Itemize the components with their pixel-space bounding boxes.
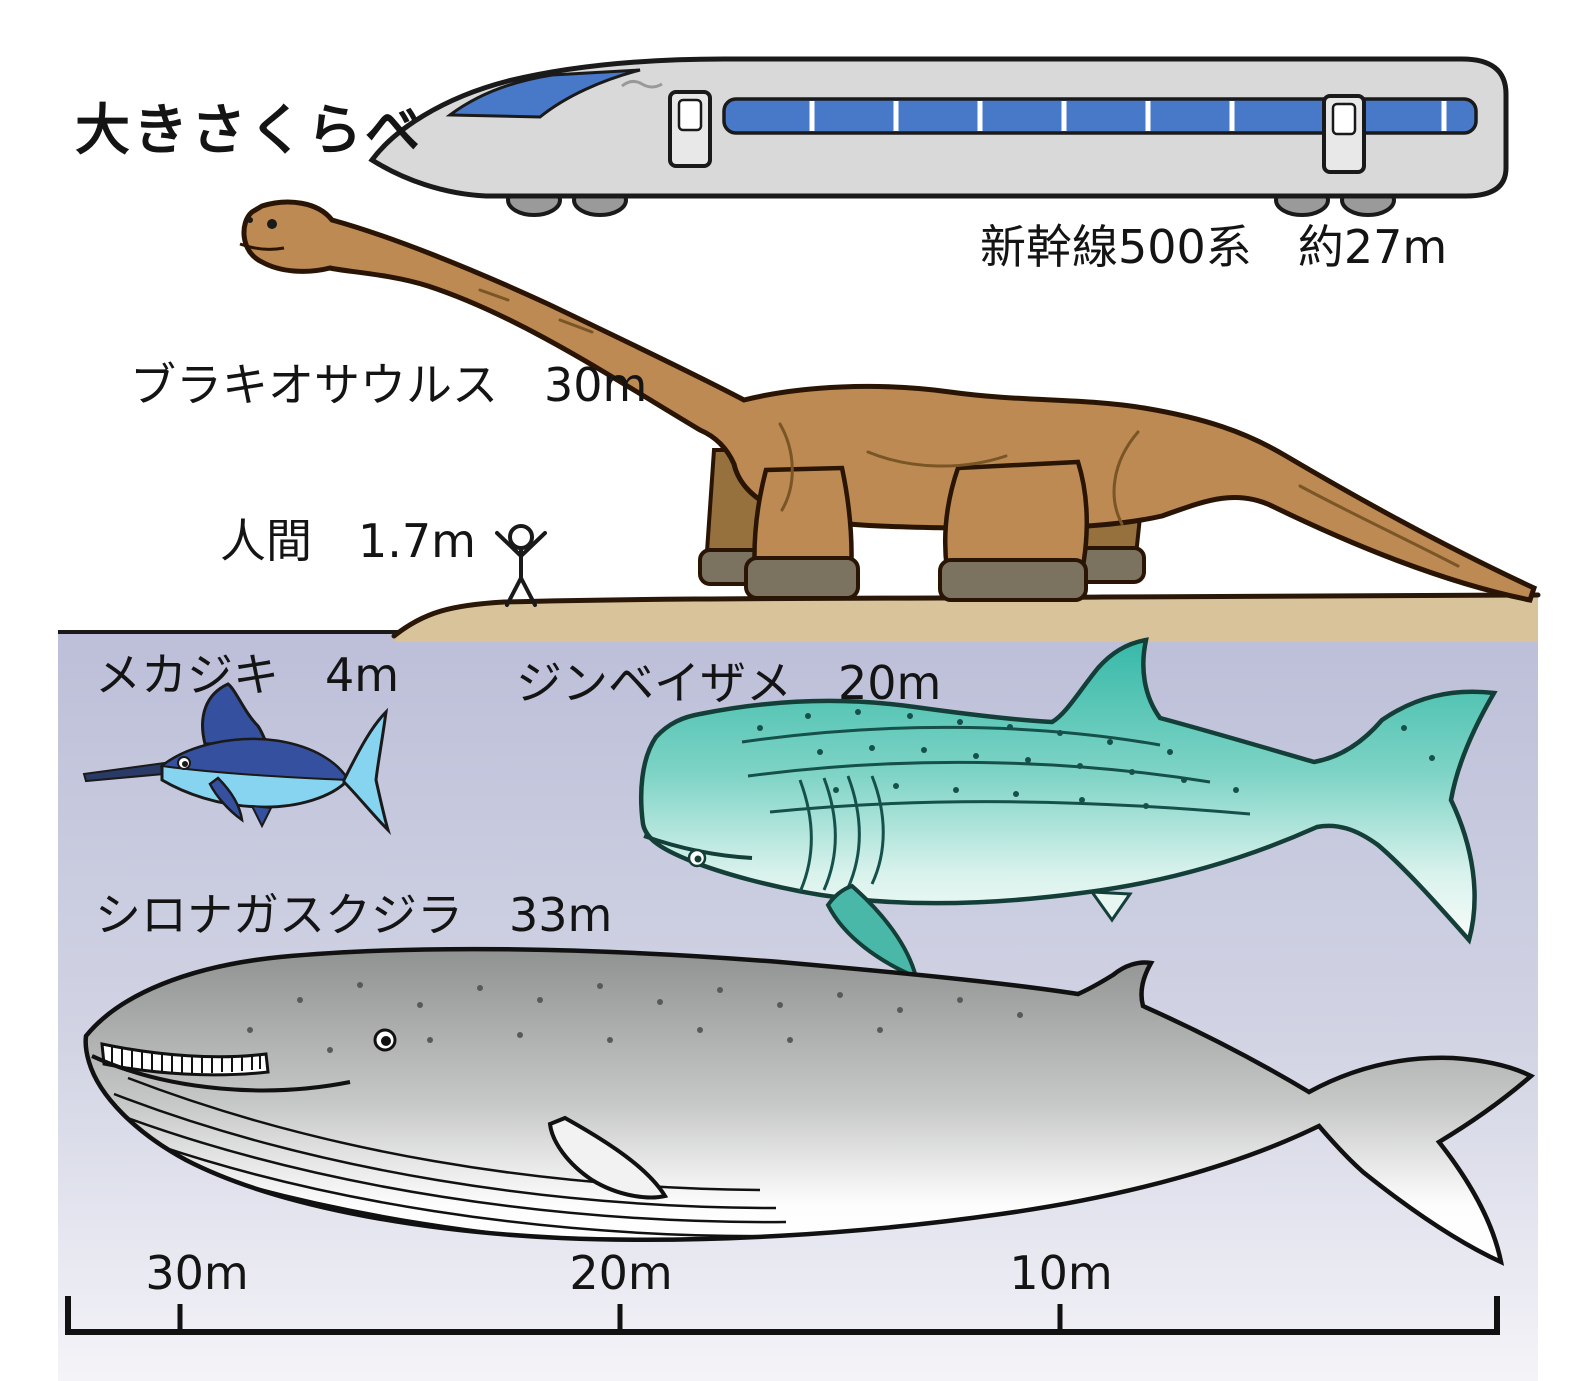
- train-windshield: [445, 68, 641, 119]
- label-human: 人間 1.7m: [220, 516, 476, 567]
- label-swordfish-size: 4m: [325, 648, 400, 702]
- label-shinkansen: 新幹線500系 約27m: [980, 222, 1447, 273]
- brachiosaurus-eye: [267, 219, 277, 229]
- human-illustration: [495, 524, 547, 607]
- whale-shark-spots: [757, 709, 1435, 809]
- axis-tick-label-10m: 10m: [1009, 1246, 1113, 1300]
- label-blue-whale-name: シロナガスクジラ: [95, 888, 463, 942]
- label-swordfish: メカジキ 4m: [95, 650, 399, 701]
- blue-whale-spots: [247, 982, 1023, 1053]
- train-window-band: [722, 97, 1478, 135]
- axis-tick-label-30m: 30m: [145, 1246, 249, 1300]
- blue-whale-baleen: [100, 1042, 270, 1077]
- label-whale-shark: ジンベイザメ 20m: [516, 658, 941, 709]
- label-blue-whale: シロナガスクジラ 33m: [95, 890, 612, 941]
- ground: [391, 592, 1541, 642]
- whale-shark-pectoral-fin: [825, 883, 919, 981]
- label-whale-shark-size: 20m: [838, 656, 942, 710]
- label-swordfish-name: メカジキ: [95, 648, 279, 702]
- whale-shark-illustration: [638, 637, 1498, 981]
- brachiosaurus-body: [241, 199, 1538, 603]
- swordfish-illustration: [82, 682, 392, 836]
- train-door-front: [668, 90, 712, 168]
- label-blue-whale-size: 33m: [509, 888, 613, 942]
- label-brachiosaurus-name: ブラキオサウルス: [130, 358, 498, 412]
- label-brachiosaurus-size: 30m: [544, 358, 648, 412]
- train-window-dividers: [809, 101, 1447, 131]
- train-door-rear: [1322, 94, 1366, 174]
- blue-whale-flipper: [547, 1115, 669, 1200]
- blue-whale-jaw-line: [91, 1054, 351, 1093]
- label-human-size: 1.7m: [358, 514, 476, 568]
- brachiosaurus-skin-lines: [478, 288, 1460, 568]
- scale-axis: [65, 1296, 1500, 1335]
- label-shinkansen-name: 新幹線500系: [980, 220, 1252, 274]
- page-title: 大きさくらべ: [75, 98, 424, 162]
- blue-whale-body: [83, 946, 1536, 1266]
- label-brachiosaurus: ブラキオサウルス 30m: [130, 360, 647, 411]
- whale-shark-markings: [741, 709, 1435, 893]
- axis-tick-label-20m: 20m: [569, 1246, 673, 1300]
- label-human-name: 人間: [220, 514, 312, 568]
- train-logo: [621, 79, 663, 89]
- swordfish-tail: [342, 707, 392, 836]
- label-whale-shark-name: ジンベイザメ: [516, 656, 792, 710]
- brachiosaurus-nostril: [247, 217, 253, 223]
- swordfish-dorsal-fin: [201, 682, 269, 746]
- brachiosaurus-illustration: [239, 199, 1538, 603]
- shinkansen-illustration: [368, 56, 1509, 217]
- label-shinkansen-size: 約27m: [1297, 220, 1448, 274]
